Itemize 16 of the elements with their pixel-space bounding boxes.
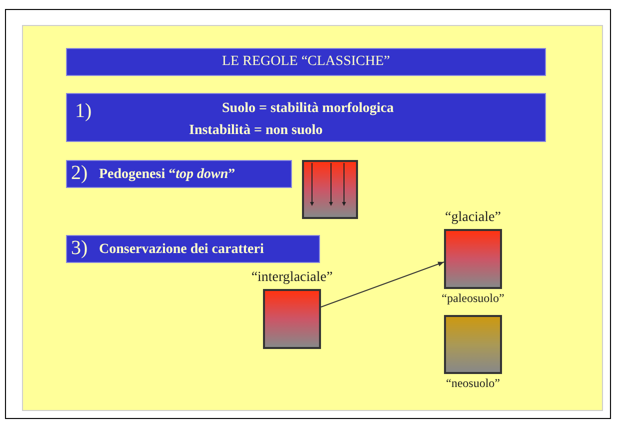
soil-label: “interglaciale” <box>250 270 334 286</box>
arrow <box>320 262 444 308</box>
slide-title: LE REGOLE “CLASSICHE” <box>221 54 391 70</box>
section-banner <box>66 235 320 263</box>
section-text: Pedogenesi “top down” <box>99 167 236 183</box>
section-banner <box>66 93 546 142</box>
section-number: 1) <box>75 100 92 123</box>
soil-caption: “paleosuolo” <box>440 291 506 306</box>
soil-caption: “neosuolo” <box>445 376 501 391</box>
section-text: Suolo = stabilità morfologica <box>222 101 394 117</box>
section-number: 2) <box>71 162 88 185</box>
section-text: Instabilità = non suolo <box>189 123 323 139</box>
section-banner <box>66 160 292 188</box>
soil-label: “glaciale” <box>444 210 502 226</box>
section-text: Conservazione dei caratteri <box>99 242 264 258</box>
section-number: 3) <box>71 237 88 260</box>
